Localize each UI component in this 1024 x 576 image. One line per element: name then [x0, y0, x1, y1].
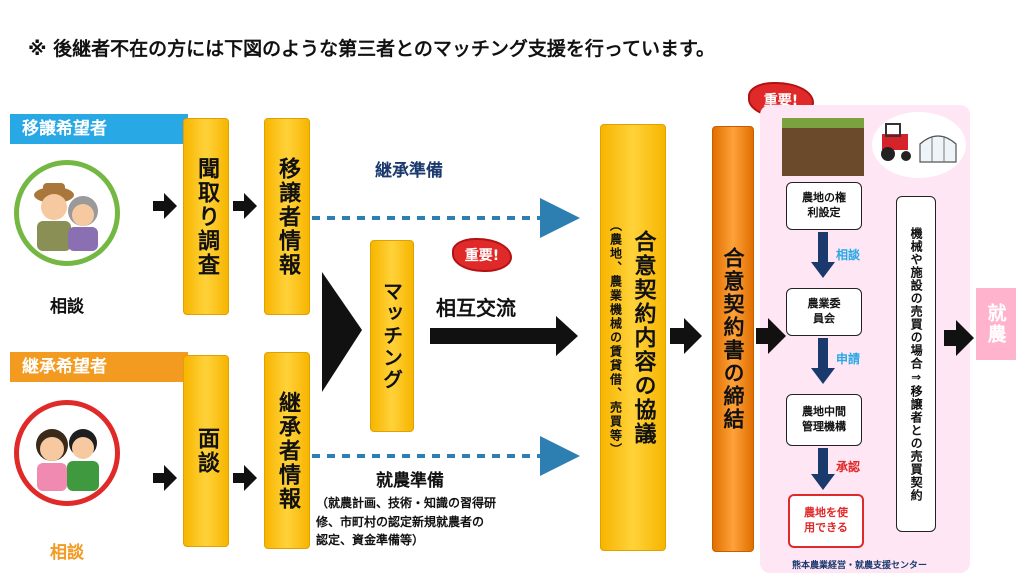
transferor-info-box: 移譲者情報 — [264, 118, 310, 315]
succession-prep-label: 継承準備 — [375, 161, 443, 181]
transferor-tag: 移譲希望者 — [10, 114, 188, 144]
hearing-box: 聞取り調査 — [183, 118, 229, 315]
arrow-exchange — [430, 316, 578, 356]
land-rights-box: 農地の権利設定 — [786, 182, 862, 230]
arrow-label-approve: 承認 — [836, 460, 861, 474]
farming-prep-label: 就農準備 — [376, 471, 444, 491]
detail-line-3: 認定、資金準備等） — [316, 533, 425, 548]
intermediary-org-box: 農地中間管理機構 — [786, 394, 862, 446]
agri-committee-box: 農業委員会 — [786, 288, 862, 336]
successor-info-box: 継承者情報 — [264, 352, 310, 549]
arrow-label-consult: 相談 — [836, 248, 861, 262]
farming-prep-detail: （就農計画、技術・知識の習得研 修、市町村の認定新規就農者の 認定、資金準備等） — [316, 494, 496, 550]
consult-label-top: 相談 — [50, 297, 84, 317]
process-arrow-1 — [811, 232, 835, 278]
successor-tag: 継承希望者 — [10, 352, 188, 382]
merge-chevron — [322, 272, 362, 392]
agreement-subtext: （農地、農業機械の賃貸借、売買等） — [608, 218, 623, 457]
machinery-note-box: 機械や施設の売買の場合⇒移譲者との売買契約 — [896, 196, 936, 532]
process-arrow-2 — [811, 338, 835, 384]
page-title: ※ 後継者不在の方には下図のような第三者とのマッチング支援を行っています。 — [28, 38, 716, 60]
farmland-image — [782, 118, 864, 176]
contract-box: 合意契約書の締結 — [712, 126, 754, 552]
arrow-interview-to-info — [233, 465, 257, 491]
arrow-label-apply: 申請 — [836, 352, 861, 366]
arrow-panel-to-farming — [944, 320, 974, 356]
arrow-circle-to-interview — [153, 465, 177, 491]
detail-line-1: （就農計画、技術・知識の習得研 — [316, 496, 497, 510]
tractor-greenhouse-image — [872, 112, 966, 178]
young-couple-illustration — [14, 400, 120, 506]
interview-box: 面談 — [183, 355, 229, 547]
center-name: 熊本農業経営・就農支援センター — [792, 561, 928, 571]
arrow-hearing-to-info — [233, 193, 257, 219]
land-usable-box: 農地を使用できる — [788, 494, 864, 548]
arrow-agreement-to-contract — [670, 318, 702, 354]
detail-line-2: 修、市町村の認定新規就農者の — [316, 514, 485, 529]
arrow-contract-to-panel — [756, 318, 786, 354]
important-badge-exchange: 重要! — [452, 238, 512, 272]
matching-box: マッチング — [370, 240, 414, 432]
farming-final-box: 就農 — [976, 288, 1016, 360]
consult-label-bottom: 相談 — [50, 543, 84, 563]
arrow-circle-to-hearing — [153, 193, 177, 219]
process-arrow-3 — [811, 448, 835, 490]
agreement-title: 合意契約内容の協議 — [630, 229, 656, 446]
mutual-exchange-label: 相互交流 — [436, 296, 516, 320]
elderly-couple-illustration — [14, 160, 120, 266]
agreement-box: （農地、農業機械の賃貸借、売買等） 合意契約内容の協議 — [600, 124, 666, 551]
